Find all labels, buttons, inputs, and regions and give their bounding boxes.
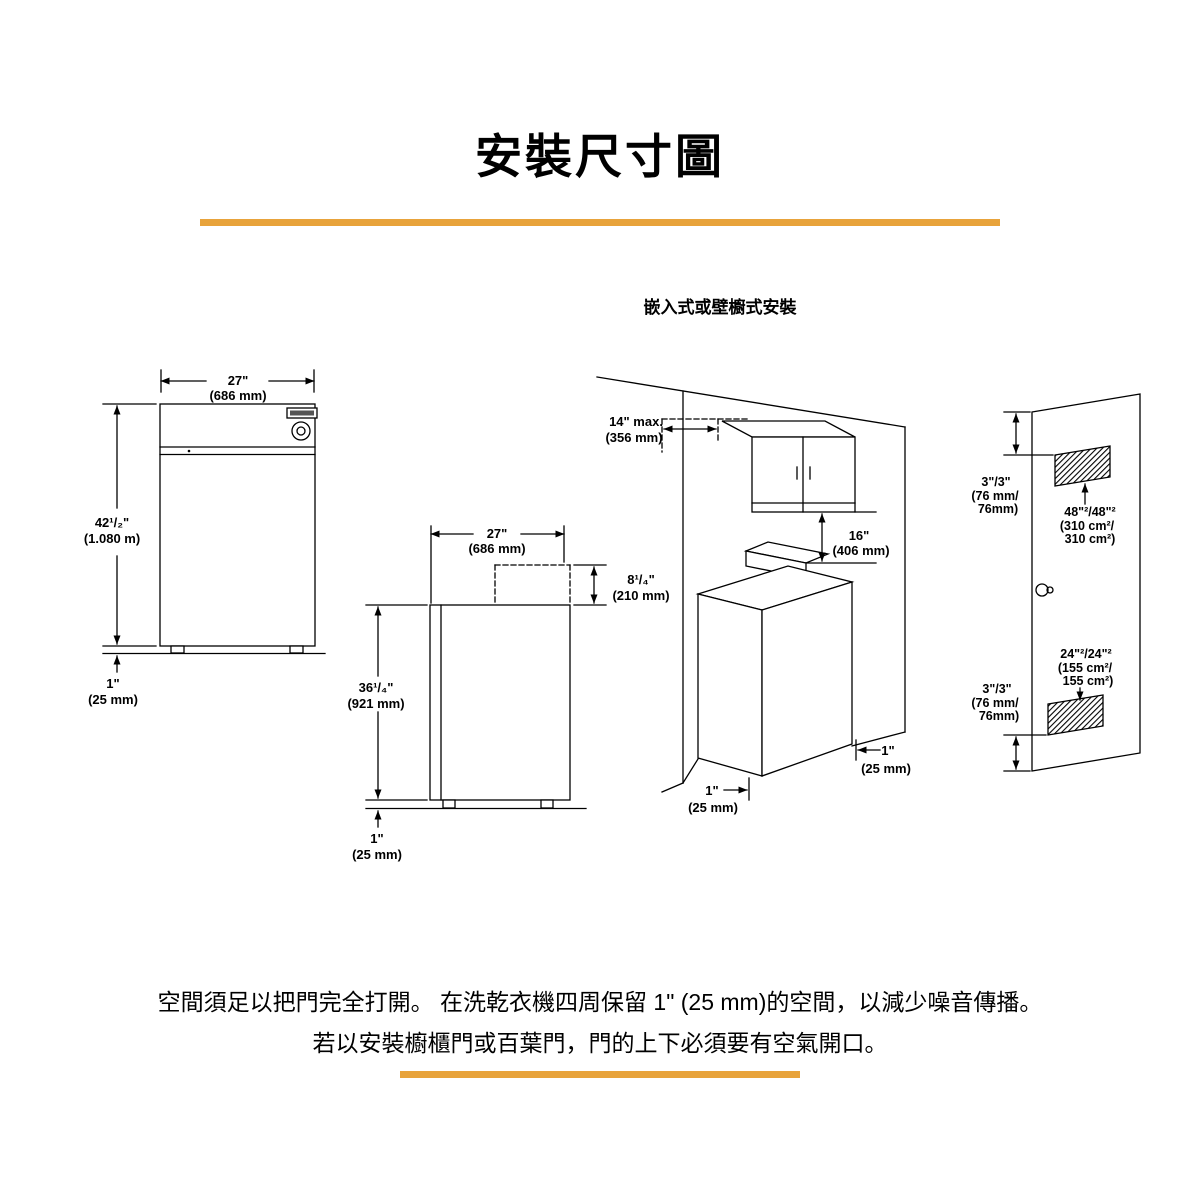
- door-view-drawing: [1031, 393, 1141, 772]
- front-view-labels: 27" (686 mm) 42¹/₂" (1.080 m) 1" (25 mm): [84, 373, 267, 707]
- front-clearance-in-label: 1": [705, 783, 718, 798]
- dryer-foot: [540, 799, 554, 809]
- washer-knob-icon: [291, 421, 311, 441]
- door-view-dimension-lines: [1003, 411, 1089, 772]
- side-width-mm-label: (686 mm): [468, 541, 525, 556]
- side-height-in-label: 36¹/₄": [359, 680, 394, 695]
- front-height-in-label: 42¹/₂": [95, 515, 129, 530]
- cabinet-depth-in-label: 14" max.: [609, 414, 663, 429]
- bottom-vent-area-label: 24"²/24"²: [1060, 647, 1111, 661]
- side-height-mm-label: (921 mm): [347, 696, 404, 711]
- washer-foot: [289, 645, 304, 654]
- front-foot-mm-label: (25 mm): [88, 692, 138, 707]
- bottom-vent-cm2-label: 155 cm²): [1063, 674, 1114, 688]
- top-vent-cm1-label: (310 cm²/: [1060, 519, 1115, 533]
- installation-notes: 空間須足以把門完全打開。 在洗乾衣機四周保留 1" (25 mm)的空間，以減少…: [0, 982, 1200, 1064]
- front-view-drawing: [102, 403, 326, 655]
- bottom-vent-cm1-label: (155 cm²/: [1058, 661, 1113, 675]
- side-view-drawing: [365, 564, 587, 810]
- side-console-in-label: 8¹/₄": [627, 572, 655, 587]
- bottom-offset-label: 3"/3": [982, 682, 1011, 696]
- closet-install-subtitle: 嵌入式或壁櫥式安裝: [643, 298, 797, 317]
- side-foot-in-label: 1": [370, 831, 383, 846]
- front-foot-in-label: 1": [106, 676, 119, 691]
- door-knob-icon: [1035, 583, 1049, 597]
- top-vent: [1054, 445, 1111, 487]
- front-width-in-label: 27": [228, 373, 249, 388]
- front-clearance-mm-label: (25 mm): [688, 800, 738, 815]
- washer-front-body: [159, 403, 316, 647]
- top-vent-cm2-label: 310 cm²): [1065, 532, 1116, 546]
- bottom-divider-bar: [400, 1071, 800, 1078]
- gap-mm-label: (406 mm): [832, 543, 889, 558]
- cabinet-depth-mm-label: (356 mm): [605, 430, 662, 445]
- side-width-in-label: 27": [487, 526, 508, 541]
- closet-view-dimension-lines: [663, 425, 881, 801]
- side-clearance-in-label: 1": [881, 743, 894, 758]
- side-foot-mm-label: (25 mm): [352, 847, 402, 862]
- closet-door: [1031, 393, 1141, 772]
- front-view-dimension-lines: [102, 369, 315, 673]
- closet-view-drawing: [596, 376, 906, 793]
- page-title: 安裝尺寸圖: [475, 130, 725, 183]
- top-offset-mm2-label: 76mm): [978, 502, 1018, 516]
- bottom-offset-mm1-label: (76 mm/: [971, 696, 1019, 710]
- note-line-2: 若以安裝櫥櫃門或百葉門，門的上下必須要有空氣開口。: [312, 1030, 888, 1056]
- top-divider-bar: [200, 219, 1000, 226]
- closet-view-labels: 14" max. (356 mm) 16" (406 mm) 1" (25 mm…: [605, 414, 910, 815]
- wall-cabinet-top: [721, 420, 856, 438]
- door-view-labels: 3"/3" (76 mm/ 76mm) 48"²/48"² (310 cm²/ …: [971, 475, 1115, 723]
- closet-washer-front: [761, 581, 853, 777]
- dryer-foot: [442, 799, 456, 809]
- top-offset-mm1-label: (76 mm/: [971, 489, 1019, 503]
- front-width-mm-label: (686 mm): [209, 388, 266, 403]
- dryer-side-body: [429, 604, 571, 801]
- note-line-1: 空間須足以把門完全打開。 在洗乾衣機四周保留 1" (25 mm)的空間，以減少…: [157, 989, 1043, 1015]
- wall-top-edge: [596, 376, 906, 428]
- top-vent-area-label: 48"²/48"²: [1064, 505, 1115, 519]
- closet-washer-left: [697, 593, 763, 777]
- top-offset-label: 3"/3": [981, 475, 1010, 489]
- bottom-vent: [1047, 694, 1104, 736]
- side-console-mm-label: (210 mm): [612, 588, 669, 603]
- gap-in-label: 16": [849, 528, 870, 543]
- side-view-dimension-lines: [365, 525, 607, 828]
- side-clearance-mm-label: (25 mm): [861, 761, 911, 776]
- side-view-labels: 27" (686 mm) 8¹/₄" (210 mm) 36¹/₄" (921 …: [347, 526, 669, 862]
- front-height-m-label: (1.080 m): [84, 531, 140, 546]
- washer-foot: [170, 645, 185, 654]
- bottom-offset-mm2-label: 76mm): [979, 709, 1019, 723]
